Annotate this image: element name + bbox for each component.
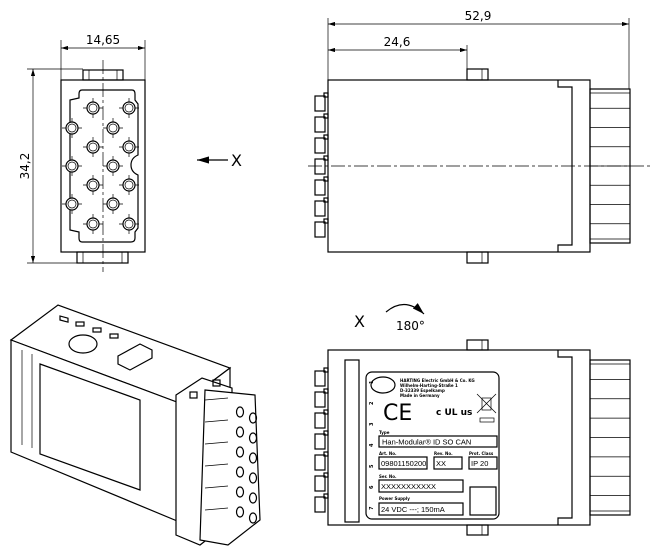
- power-value: 24 VDC ---; 150mA: [381, 505, 445, 514]
- width-dimension: 14,65: [86, 33, 120, 47]
- bottom-tab: [76, 251, 129, 264]
- ser-value: XXXXXXXXXXX: [381, 482, 436, 491]
- height-dimension: 34,2: [18, 153, 32, 180]
- nameplate: HARTING Electric GmbH & Co. KG Wilhelm-H…: [365, 371, 500, 520]
- pin-number: 7: [369, 506, 375, 510]
- terminal: [314, 137, 326, 154]
- maker-line: HARTING Electric GmbH & Co. KG: [400, 378, 475, 383]
- terminal: [314, 116, 326, 133]
- art-value: 09801150200: [381, 459, 426, 468]
- rotated-view-label: X: [354, 312, 365, 331]
- view-arrow-label: X: [231, 151, 242, 170]
- maker-line: Made in Germany: [400, 393, 440, 398]
- pin-number: 3: [369, 422, 375, 426]
- rotation-angle: 180°: [396, 319, 425, 333]
- side-view: 52,9 24,6: [308, 9, 650, 264]
- type-label: Type: [379, 430, 390, 435]
- terminal: [314, 496, 326, 513]
- terminal: [314, 454, 326, 471]
- ser-label: Ser. No.: [379, 474, 397, 479]
- terminal: [314, 200, 326, 217]
- terminal: [314, 433, 326, 450]
- terminal: [314, 221, 326, 238]
- rev-label: Rev. No.: [434, 451, 453, 456]
- terminal: [314, 391, 326, 408]
- ce-mark: CE: [383, 401, 412, 426]
- front-view: 14,65 34,2: [18, 33, 146, 272]
- view-direction-arrow: X: [197, 151, 242, 170]
- terminal: [314, 412, 326, 429]
- pin-number: 4: [369, 443, 375, 447]
- rotation-indicator: X 180°: [354, 303, 425, 333]
- prot-value: IP 20: [471, 459, 488, 468]
- terminal: [314, 158, 326, 175]
- contact-pins: [62, 98, 139, 234]
- terminal: [314, 95, 326, 112]
- pin-carrier-outline: [69, 89, 139, 243]
- tab-dimension: 24,6: [384, 35, 411, 49]
- power-label: Power Supply: [379, 496, 410, 501]
- terminal: [314, 370, 326, 387]
- pin-number: 6: [369, 485, 375, 489]
- art-label: Art. No.: [379, 451, 397, 456]
- weee-bin-icon: [476, 393, 497, 423]
- maker-line: Wilhelm-Harting-Straße 1: [400, 383, 458, 388]
- harting-logo: [370, 376, 396, 394]
- rotate-arrow-icon: [385, 303, 425, 315]
- isometric-view: [9, 304, 261, 546]
- ul-mark: c UL us: [436, 408, 472, 418]
- pin-number: 5: [369, 464, 375, 468]
- terminal: [314, 475, 326, 492]
- iso-nameplate: [39, 363, 141, 491]
- length-dimension: 52,9: [465, 9, 492, 23]
- terminal: [314, 179, 326, 196]
- rev-value: XX: [436, 459, 446, 468]
- maker-line: D-32339 Espelkamp: [400, 388, 445, 393]
- type-value: Han-Modular® ID SO CAN: [382, 438, 471, 447]
- side-terminals: [314, 92, 329, 238]
- prot-label: Prot. Class: [469, 451, 494, 456]
- pin-number: 2: [369, 401, 375, 405]
